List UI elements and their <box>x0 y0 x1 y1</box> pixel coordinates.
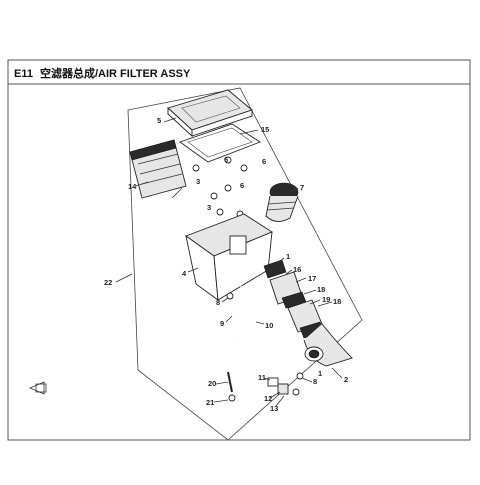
intake-duct <box>265 182 299 222</box>
callout-6c: 6 <box>240 181 244 190</box>
callout-3a: 3 <box>196 177 200 186</box>
callout-15: 15 <box>261 125 269 134</box>
callout-19: 19 <box>322 295 330 304</box>
callout-18b: 18 <box>333 297 341 306</box>
callout-11: 11 <box>258 373 266 382</box>
airbox-cover <box>167 89 253 138</box>
callout-6b: 6 <box>262 157 266 166</box>
intake-boots <box>263 259 325 339</box>
filter-element <box>129 139 187 199</box>
callout-6a: 6 <box>224 155 228 164</box>
callout-10: 10 <box>265 321 273 330</box>
drain-hose <box>231 299 267 385</box>
callout-21: 21 <box>206 398 214 407</box>
clamp <box>296 372 304 380</box>
callout-13: 13 <box>270 404 278 413</box>
page-code: E11 <box>14 68 33 80</box>
callout-3b: 3 <box>207 203 211 212</box>
drain-plug <box>267 377 300 396</box>
clamp <box>226 292 234 300</box>
callout-18a: 18 <box>317 285 325 294</box>
title-bar <box>7 59 471 85</box>
callout-2: 2 <box>344 375 348 384</box>
callout-16: 16 <box>293 265 301 274</box>
callout-5: 5 <box>157 116 161 125</box>
callout-20: 20 <box>208 379 216 388</box>
callout-8b: 8 <box>313 377 317 386</box>
callout-14: 14 <box>128 182 137 191</box>
leader-lines <box>115 117 343 407</box>
view-arrow-icon <box>28 381 47 395</box>
callout-1a: 1 <box>286 252 290 261</box>
intake-tube <box>303 323 353 367</box>
callout-1b: 1 <box>318 369 322 378</box>
callout-4: 4 <box>182 269 187 278</box>
callout-8a: 8 <box>216 298 220 307</box>
callout-9: 9 <box>220 319 224 328</box>
bolt-and-washer <box>227 371 236 402</box>
callout-17: 17 <box>308 274 316 283</box>
airbox-body <box>185 213 273 301</box>
page-title: 空滤器总成/AIR FILTER ASSY <box>40 66 191 80</box>
callout-7: 7 <box>300 183 304 192</box>
callout-22: 22 <box>104 278 112 287</box>
callout-12: 12 <box>264 394 272 403</box>
